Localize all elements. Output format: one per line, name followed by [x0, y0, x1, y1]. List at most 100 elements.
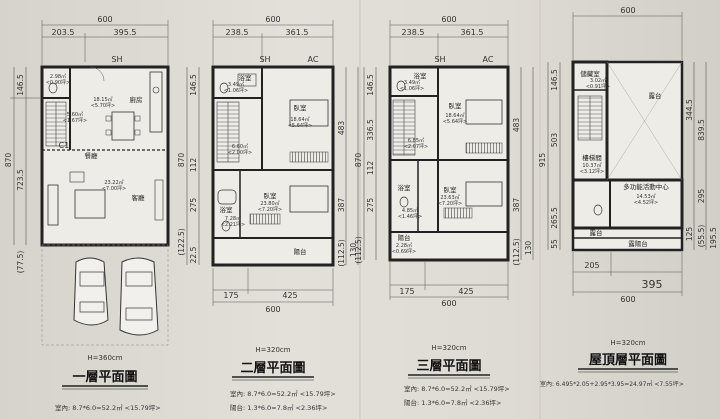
f3-room-bath1-area: 3.49㎡: [404, 79, 420, 86]
f4-room-activity: 多功能活動中心: [623, 182, 669, 191]
f2-room-bed2: 臥室: [264, 191, 278, 200]
f3-room-balcony: 陽台: [398, 233, 411, 242]
f4-room-sun-balcony: 露陽台: [628, 239, 648, 248]
f2-dim-22: 22.5: [189, 246, 198, 263]
f3-room-bed2: 臥室: [444, 185, 458, 194]
f2-dim-right: 361.5: [286, 28, 309, 37]
f4-dim-839: 839.5: [697, 119, 706, 141]
f1-title: 一層平面圖: [72, 369, 137, 385]
f2-room-balcony: 陽台: [294, 247, 307, 256]
f2-room-bed2-ping: <7.20坪>: [258, 206, 283, 213]
f4-room-storage-ping: <0.91坪>: [586, 83, 611, 90]
f2-room-bed1-ping: <5.64坪>: [288, 122, 313, 129]
f3-room-balcony-area: 2.28㎡: [396, 242, 412, 249]
f3-room-balcony-ping: <0.69坪>: [392, 248, 417, 255]
f2-dim-112-5: (112.5): [337, 239, 346, 266]
f2-dim-bottom-left: 175: [223, 291, 238, 300]
f4-dim-55-5: (55.5): [697, 225, 706, 248]
f4-dim-344: 344.5: [685, 99, 694, 121]
f3-dim-387: 387: [512, 198, 521, 213]
f3-dim-275: 275: [366, 198, 375, 213]
f4-dim-55: 55: [550, 239, 559, 249]
f2-room-bath1: 浴室: [239, 73, 253, 82]
f3-dim-336: 336.5: [366, 119, 375, 141]
f1-room-kitchen: 廚房: [130, 95, 143, 104]
f1-dim-77: (77.5): [16, 251, 25, 274]
f3-dim-right: 361.5: [461, 28, 484, 37]
f4-spec-indoor: 室內: 6.495*2.05+2.95*3.95=24.97㎡ <7.55坪>: [540, 380, 684, 388]
f4-dim-bottom-right: 395: [642, 278, 663, 291]
floor-2-plan: 600 238.5 361.5 870 146.5 275 112 (122.5…: [177, 15, 359, 412]
f1-room-living-ping: <7.00坪>: [102, 185, 127, 192]
f1-room-stair-area: 5.60㎡: [67, 111, 83, 118]
f4-room-terrace1: 露台: [649, 91, 662, 100]
f3-spec-indoor: 室內: 8.7*6.0=52.2㎡ <15.79坪>: [404, 384, 510, 393]
f3-dim-bottom-right: 425: [458, 287, 473, 296]
f3-room-bath1-ping: <1.06坪>: [400, 85, 425, 92]
f3-dim-483: 483: [512, 118, 521, 133]
f3-room-bath2-ping: <1.46坪>: [398, 213, 423, 220]
f3-dim-112: 112: [366, 161, 375, 176]
f3-room-bath2-area: 4.85㎡: [402, 207, 418, 214]
f3-dim-870: 870: [354, 153, 363, 168]
f1-dim-146: 146.5: [16, 74, 25, 96]
f1-room-wc-area: 2.98㎡: [50, 73, 66, 80]
f3-title: 三層平面圖: [416, 358, 481, 374]
f3-room-bed1-ping: <5.64坪>: [443, 118, 468, 125]
f3-room-stair-area: 6.85㎡: [408, 137, 424, 144]
f2-room-stair-ping: <2.00坪>: [228, 149, 253, 156]
f2-dim-146: 146.5: [189, 74, 198, 96]
f2-room-bath2-area: 7.28㎡: [225, 215, 241, 222]
f4-room-stairwell-area: 10.37㎡: [582, 162, 601, 169]
f3-dim-112-5: (112.5): [354, 236, 363, 263]
f4-room-stairwell-ping: <3.12坪>: [580, 168, 605, 175]
car-icon: [119, 257, 159, 336]
f4-dim-146: 146.5: [550, 69, 559, 91]
f2-spec-balcony: 陽台: 1.3*6.0=7.8㎡ <2.36坪>: [230, 403, 327, 412]
f2-dim-total: 600: [265, 15, 280, 24]
f2-room-bath1-area: 3.49㎡: [228, 81, 244, 88]
f2-room-bath2: 浴室: [220, 205, 234, 214]
f2-dim-bottom-right: 425: [282, 291, 297, 300]
f3-mark-sh: SH: [434, 55, 445, 64]
f4-dim-total: 600: [620, 6, 635, 15]
f1-dim-total: 600: [97, 15, 112, 24]
floor-1-plan: 600 203.5 395.5 870 146.5 723.5 (77.5): [4, 15, 170, 412]
f2-room-bed1-area: 18.64㎡: [290, 116, 309, 123]
f4-room-terrace2: 露台: [590, 228, 603, 237]
f1-spec-indoor: 室內: 8.7*6.0=52.2㎡ <15.79坪>: [55, 403, 161, 412]
f3-room-bed2-area: 23.63㎡: [440, 194, 459, 201]
f1-dim-723: 723.5: [16, 169, 25, 191]
f1-room-stair-ping: <1.67坪>: [63, 117, 88, 124]
f3-mark-ac: AC: [483, 55, 494, 64]
f4-dim-bottom-left: 205: [584, 261, 599, 270]
f3-dim-total: 600: [441, 15, 456, 24]
f4-dim-125: 125: [685, 227, 694, 242]
f2-room-stair-area: 6.60㎡: [232, 143, 248, 150]
car-icon: [73, 257, 109, 326]
f1-room-wc-ping: <0.90坪>: [46, 79, 71, 86]
f4-dim-915: 915: [538, 153, 547, 168]
f4-room-activity-ping: <4.52坪>: [634, 199, 659, 206]
f2-dim-bottom-total: 600: [265, 305, 280, 314]
f4-dim-503: 503: [550, 133, 559, 148]
f4-room-storage: 儲藏室: [580, 69, 600, 78]
f4-height: H=320cm: [610, 339, 645, 347]
f2-title: 二層平面圖: [240, 360, 305, 376]
f2-dim-275: 275: [189, 198, 198, 213]
f2-mark-sh: SH: [259, 55, 270, 64]
f2-dim-387: 387: [337, 198, 346, 213]
f2-mark-ac: AC: [308, 55, 319, 64]
f4-dim-195: 195.5: [709, 227, 718, 249]
f4-dim-265: 265.5: [550, 207, 559, 229]
f3-room-bed2-ping: <7.20坪>: [438, 200, 463, 207]
f3-dim-146: 146.5: [366, 74, 375, 96]
f1-dim-870: 870: [4, 153, 13, 168]
f2-room-bed2-area: 23.80㎡: [260, 200, 279, 207]
f3-dim-bottom-left: 175: [399, 287, 414, 296]
f2-dim-left: 238.5: [226, 28, 249, 37]
f4-room-stairwell: 樓梯間: [582, 153, 602, 162]
f2-height: H=320cm: [255, 346, 290, 354]
